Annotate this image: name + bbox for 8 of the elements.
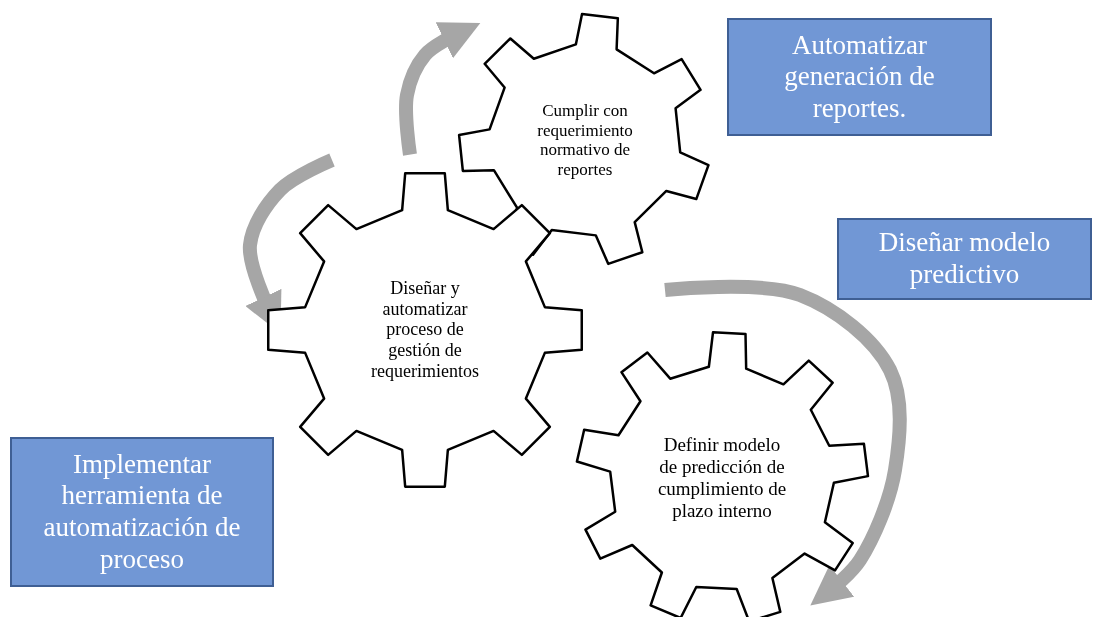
curved-arrow <box>664 279 907 606</box>
objective-box: Automatizar generación de reportes. <box>727 18 992 136</box>
objective-box: Diseñar modelo predictivo <box>837 218 1092 300</box>
curved-arrow <box>399 22 481 156</box>
gear-label: Definir modelo de predicción de cumplimiento de plazo interno <box>656 434 788 522</box>
objective-box: Implementar herramienta de automatización de proceso <box>10 437 274 587</box>
gear-label: Cumplir con requerimiento normativo de reportes <box>536 100 634 180</box>
gear-label: Diseñar y automatizar proceso de gestión de requerimientos <box>370 278 480 382</box>
